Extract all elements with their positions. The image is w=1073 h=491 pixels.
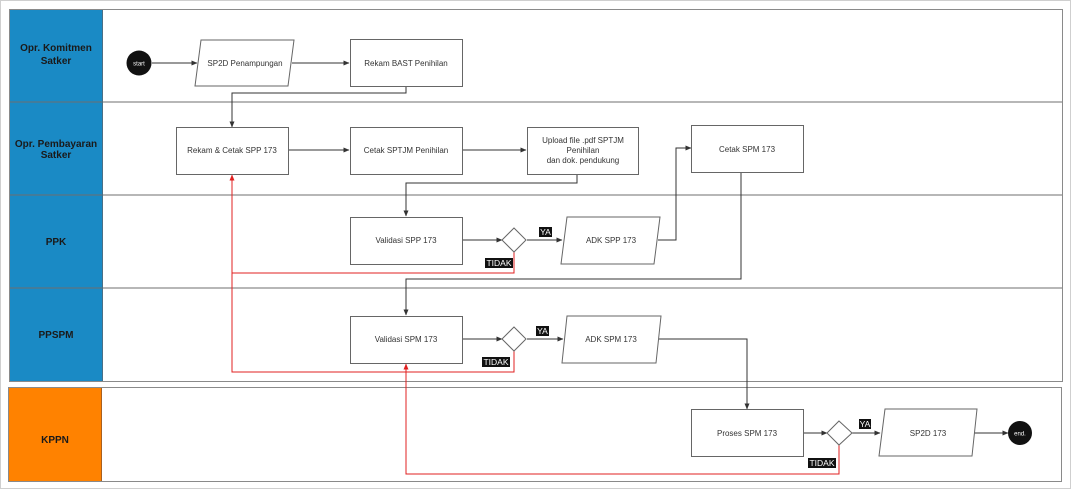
lane-label-ppk: PPK [46, 237, 67, 248]
node-sp2d-173-label: SP2D 173 [910, 429, 947, 438]
flow-connectors [152, 60, 1009, 436]
lane-label-opr-pembayaran: Opr. Pembayaran [15, 139, 97, 150]
svg-text:YA: YA [537, 326, 548, 336]
edge-reject-spp-to-rekam-cetak-spp [229, 174, 515, 274]
node-validasi-spp-label: Validasi SPP 173 [375, 236, 437, 245]
node-sp2d-173[interactable]: SP2D 173 [878, 408, 978, 457]
node-rekam-cetak-spp-label: Rekam & Cetak SPP 173 [187, 146, 277, 155]
lane-header-ppspm [10, 288, 102, 381]
edge-reject-spm-to-rekam-cetak-spp [231, 273, 515, 373]
reject-connectors [229, 174, 840, 475]
node-end-label: end. [1014, 432, 1026, 438]
node-adk-spp-label: ADK SPP 173 [586, 236, 637, 245]
lane-label-opr-komitmen-line2: Satker [41, 56, 72, 67]
node-decision-spp[interactable] [501, 227, 527, 253]
node-cetak-spm[interactable]: Cetak SPM 173 [691, 125, 804, 173]
svg-text:YA: YA [860, 419, 871, 429]
lane-group-satker [9, 9, 1063, 382]
node-end[interactable]: end. [1008, 421, 1032, 445]
edge-cetak-spm-to-validasi-spm [403, 172, 742, 316]
edge-label-yes-kppn: YA [859, 419, 871, 429]
lane-header-opr-pembayaran [10, 102, 102, 195]
node-start[interactable]: start [126, 50, 152, 76]
svg-text:TIDAK: TIDAK [809, 458, 834, 468]
node-validasi-spm[interactable]: Validasi SPM 173 [350, 316, 463, 364]
node-adk-spm-label: ADK SPM 173 [585, 335, 637, 344]
edge-label-yes-spm: YA [536, 326, 549, 336]
node-cetak-sptjm-label: Cetak SPTJM Penihilan [364, 146, 448, 155]
node-upload-file-label-2: Penihilan [567, 146, 600, 155]
node-start-label: start [133, 62, 145, 68]
edge-rekam-bast-to-rekam-cetak-spp [229, 87, 407, 128]
lane-header-ppk [10, 195, 102, 288]
node-rekam-bast[interactable]: Rekam BAST Penihilan [350, 39, 463, 87]
svg-text:TIDAK: TIDAK [483, 357, 508, 367]
edge-label-no-spm: TIDAK [482, 357, 510, 367]
node-upload-file-label-1: Upload file .pdf SPTJM [542, 136, 624, 145]
node-cetak-spm-label: Cetak SPM 173 [719, 145, 776, 154]
svg-text:TIDAK: TIDAK [486, 258, 511, 268]
node-upload-file-label-3: dan dok. pendukung [547, 156, 620, 165]
edge-adk-spm-to-proses-spm [657, 338, 750, 410]
svg-text:YA: YA [540, 227, 551, 237]
node-rekam-bast-label: Rekam BAST Penihilan [364, 59, 447, 68]
lane-header-kppn [9, 388, 101, 481]
edge-label-yes-spp: YA [539, 227, 552, 237]
lane-label-kppn: KPPN [41, 435, 69, 446]
lane-header-opr-komitmen [10, 10, 102, 102]
node-validasi-spp[interactable]: Validasi SPP 173 [350, 217, 463, 265]
node-cetak-sptjm[interactable]: Cetak SPTJM Penihilan [350, 127, 463, 175]
node-rekam-cetak-spp[interactable]: Rekam & Cetak SPP 173 [176, 127, 289, 175]
node-proses-spm[interactable]: Proses SPM 173 [691, 409, 804, 457]
lane-label-opr-komitmen: Opr. Komitmen [20, 43, 92, 54]
node-decision-kppn[interactable] [826, 420, 853, 446]
node-validasi-spm-label: Validasi SPM 173 [375, 335, 438, 344]
lane-label-ppspm: PPSPM [38, 330, 73, 341]
edge-label-no-kppn: TIDAK [808, 458, 836, 468]
node-sp2d-penampungan-label: SP2D Penampungan [207, 59, 282, 68]
node-adk-spp[interactable]: ADK SPP 173 [560, 216, 661, 265]
node-decision-spm[interactable] [501, 326, 527, 352]
node-proses-spm-label: Proses SPM 173 [717, 429, 778, 438]
node-sp2d-penampungan[interactable]: SP2D Penampungan [194, 39, 295, 87]
edge-adk-spp-to-cetak-spm [658, 145, 692, 241]
lane-label-opr-pembayaran-line2: Satker [41, 150, 72, 161]
edge-upload-to-validasi-spp [403, 174, 578, 217]
edge-reject-kppn-to-validasi-spm [403, 363, 840, 475]
node-adk-spm[interactable]: ADK SPM 173 [561, 315, 662, 364]
node-upload-file[interactable]: Upload file .pdf SPTJM Penihilan dan dok… [527, 127, 639, 175]
edge-label-no-spp: TIDAK [485, 258, 513, 268]
